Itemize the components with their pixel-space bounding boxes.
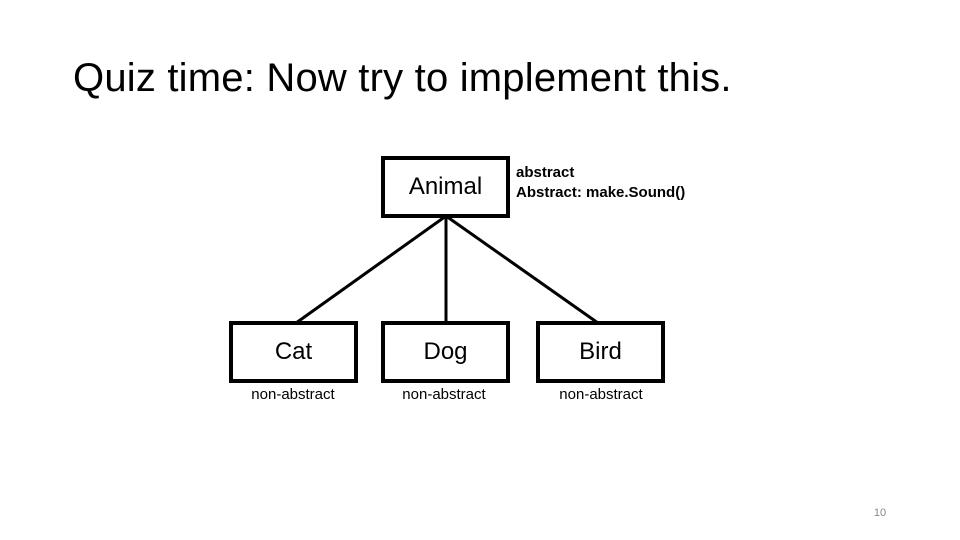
slide-title: Quiz time: Now try to implement this.: [73, 56, 732, 100]
class-box-animal: Animal: [381, 156, 510, 218]
cat-note: non-abstract: [251, 386, 335, 403]
animal-note-line-1: abstract: [516, 164, 575, 181]
class-label-cat: Cat: [274, 338, 313, 365]
bird-note: non-abstract: [559, 386, 643, 403]
page-number: 10: [873, 507, 887, 519]
animal-note-line-2: Abstract: make.Sound(): [516, 184, 686, 201]
class-box-dog: Dog: [381, 321, 510, 383]
class-label-animal: Animal: [408, 173, 483, 200]
class-box-cat: Cat: [229, 321, 358, 383]
dog-note: non-abstract: [402, 386, 486, 403]
class-label-bird: Bird: [579, 338, 622, 365]
class-label-dog: Dog: [423, 338, 468, 365]
class-box-bird: Bird: [536, 321, 665, 383]
edge-animal-cat: [295, 214, 447, 325]
edge-animal-bird: [445, 214, 599, 325]
animal-abstract-note: abstract Abstract: make.Sound(): [516, 163, 685, 203]
